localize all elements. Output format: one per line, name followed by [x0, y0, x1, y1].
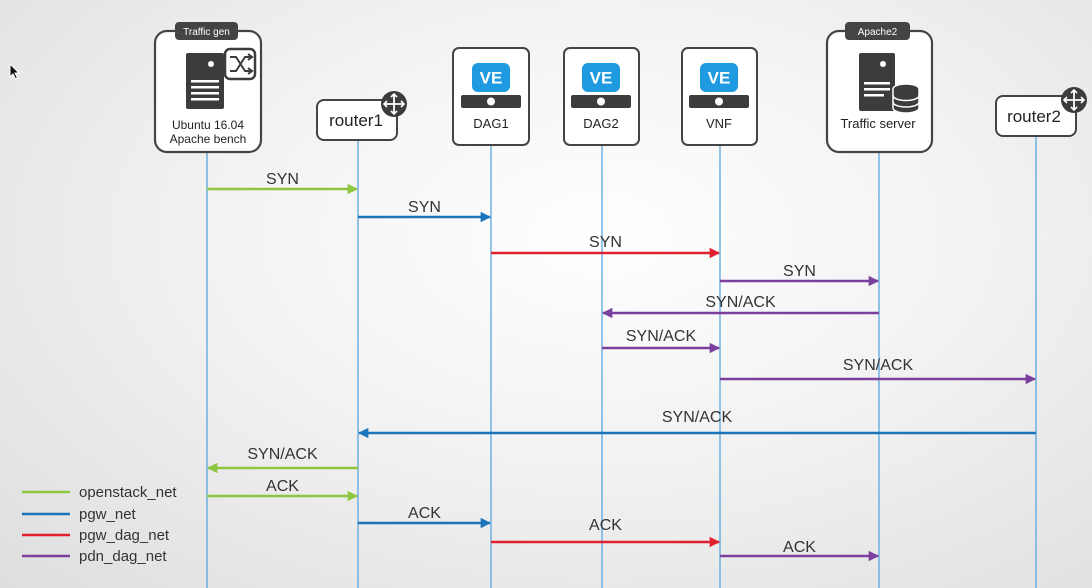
message-label: SYN — [589, 234, 622, 251]
router-icon — [381, 91, 407, 117]
node-tag — [845, 22, 910, 40]
message: SYN/ACK — [602, 328, 721, 354]
ve-badge-text: VE — [480, 69, 503, 88]
message-label: SYN — [783, 263, 816, 280]
legend-label: pdn_dag_net — [79, 548, 167, 565]
node-trafficgen: Traffic gen Ubuntu 16.04 Apache bench — [153, 22, 263, 154]
ve-badge-text: VE — [590, 69, 613, 88]
message-label: SYN/ACK — [662, 409, 733, 426]
message-label: SYN/ACK — [626, 328, 697, 345]
message: ACK — [207, 478, 359, 502]
message: SYN — [207, 171, 359, 195]
server-shuffle-icon — [186, 47, 257, 109]
legend-item: pgw_dag_net — [22, 527, 170, 544]
message: ACK — [491, 517, 721, 548]
node-apache2: Apache2 Traffic server — [825, 22, 934, 154]
message-label: ACK — [408, 505, 441, 522]
ve-appliance-icon — [571, 63, 631, 108]
message: SYN — [720, 263, 880, 287]
message-label: SYN — [408, 199, 441, 216]
node-dag1: VE DAG1 — [452, 47, 530, 146]
message: ACK — [720, 539, 880, 562]
node-dag2: VE DAG2 — [563, 47, 640, 146]
node-tag-text: Apache2 — [858, 27, 898, 38]
message-label: ACK — [783, 539, 816, 556]
message: SYN — [358, 199, 492, 223]
node-label: router2 — [1007, 107, 1061, 126]
message-arrows: SYN SYN SYN SYN SYN/ACK SYN/ACK SYN/ACK SYN/ACK… — [206, 171, 1037, 562]
legend-item: pgw_net — [22, 506, 137, 523]
legend-label: pgw_dag_net — [79, 527, 170, 544]
ve-badge-text: VE — [708, 69, 731, 88]
message-label: ACK — [266, 478, 299, 495]
message-label: SYN/ACK — [705, 294, 776, 311]
message: SYN/ACK — [357, 409, 1036, 439]
node-label: DAG1 — [473, 116, 508, 131]
node-router1: router1 — [316, 91, 407, 141]
node-label: VNF — [706, 116, 732, 131]
message-label: ACK — [589, 517, 622, 534]
message: ACK — [358, 505, 492, 529]
node-label-line1: Ubuntu 16.04 — [172, 118, 244, 132]
legend-item: pdn_dag_net — [22, 548, 167, 565]
server-database-icon — [859, 53, 920, 114]
legend-item: openstack_net — [22, 484, 177, 501]
node-label: DAG2 — [583, 116, 618, 131]
node-router2: router2 — [995, 87, 1087, 137]
node-label: Traffic server — [840, 116, 916, 131]
legend: openstack_net pgw_net pgw_dag_net pdn_dag_n… — [22, 484, 177, 565]
message: SYN/ACK — [720, 357, 1037, 385]
legend-label: openstack_net — [79, 484, 177, 501]
node-tag-text: Traffic gen — [183, 27, 230, 38]
ve-appliance-icon — [461, 63, 521, 108]
node-tag — [175, 22, 238, 40]
message-label: SYN — [266, 171, 299, 188]
node-vnf: VE VNF — [681, 47, 758, 146]
message: SYN/ACK — [206, 446, 358, 474]
node-label-line2: Apache bench — [170, 132, 247, 146]
ve-appliance-icon — [689, 63, 749, 108]
message-label: SYN/ACK — [247, 446, 318, 463]
message: SYN/ACK — [601, 294, 879, 319]
message: SYN — [491, 234, 721, 259]
router-icon — [1061, 87, 1087, 113]
mouse-cursor-icon — [9, 63, 21, 80]
legend-label: pgw_net — [79, 506, 137, 523]
message-label: SYN/ACK — [843, 357, 914, 374]
node-label: router1 — [329, 111, 383, 130]
